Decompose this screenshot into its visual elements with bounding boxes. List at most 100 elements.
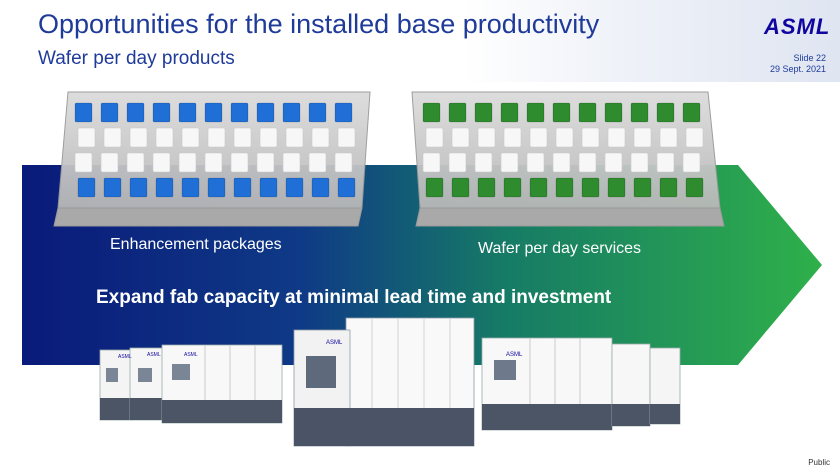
- enhancement-block: [152, 152, 171, 173]
- enhancement-block: [334, 102, 353, 123]
- wafer-service-block: [685, 177, 704, 198]
- wafer-service-block: [659, 177, 678, 198]
- enhancement-block: [308, 152, 327, 173]
- enhancement-block: [178, 152, 197, 173]
- enhancement-block: [282, 152, 301, 173]
- enhancement-block: [285, 127, 304, 148]
- wafer-service-block: [656, 102, 675, 123]
- enhancement-block: [311, 127, 330, 148]
- wafer-service-block: [656, 152, 675, 173]
- wafer-service-block: [448, 102, 467, 123]
- wafer-service-block: [425, 177, 444, 198]
- wafer-service-block: [633, 177, 652, 198]
- enhancement-block: [233, 127, 252, 148]
- wafer-service-block: [555, 127, 574, 148]
- enhancement-block: [285, 177, 304, 198]
- machine-right-2: [611, 343, 651, 427]
- machine-brand-tag-3: ASML: [184, 352, 198, 358]
- wafer-services-tray: [411, 91, 725, 227]
- machine-brand-tag-center: ASML: [326, 340, 343, 346]
- machine-right-1: [481, 337, 613, 431]
- enhancement-block: [103, 127, 122, 148]
- wafer-service-block: [578, 102, 597, 123]
- enhancement-block: [77, 177, 96, 198]
- enhancement-block: [259, 127, 278, 148]
- enhancement-block: [207, 127, 226, 148]
- wafer-service-blocks: [422, 102, 704, 198]
- wafer-service-block: [422, 102, 441, 123]
- lithography-systems: [99, 317, 681, 447]
- enhancement-block: [181, 127, 200, 148]
- machine-brand-tag-2: ASML: [147, 352, 161, 358]
- enhancement-block: [233, 177, 252, 198]
- enhancement-block: [77, 127, 96, 148]
- machine-brand-tag-right: ASML: [506, 352, 523, 358]
- enhancement-block: [337, 177, 356, 198]
- slide-number: Slide 22: [793, 53, 826, 63]
- wafer-service-block: [477, 177, 496, 198]
- enhancement-block: [230, 152, 249, 173]
- enhancement-block: [129, 127, 148, 148]
- enhancement-block: [178, 102, 197, 123]
- wafer-service-block: [477, 127, 496, 148]
- wafer-service-block: [607, 177, 626, 198]
- enhancement-blocks: [74, 102, 356, 198]
- wafer-service-block: [451, 177, 470, 198]
- wafer-service-block: [422, 152, 441, 173]
- header-band: [0, 0, 840, 82]
- slide-subtitle: Wafer per day products: [38, 48, 235, 69]
- slide-date: 29 Sept. 2021: [769, 64, 826, 74]
- enhancement-block: [230, 102, 249, 123]
- wafer-service-block: [659, 127, 678, 148]
- wafer-service-block: [526, 102, 545, 123]
- wafer-service-block: [578, 152, 597, 173]
- enhancement-block: [155, 127, 174, 148]
- enhancement-block: [100, 102, 119, 123]
- enhancement-packages-tray: [53, 91, 371, 227]
- wafer-service-block: [474, 152, 493, 173]
- enhancement-block: [311, 177, 330, 198]
- wafer-service-block: [500, 102, 519, 123]
- wafer-service-block: [555, 177, 574, 198]
- enhancement-block: [308, 102, 327, 123]
- enhancement-block: [155, 177, 174, 198]
- wafer-service-block: [685, 127, 704, 148]
- machine-large-center: [293, 317, 475, 447]
- enhancement-block: [103, 177, 122, 198]
- enhancement-block: [100, 152, 119, 173]
- enhancement-block: [204, 102, 223, 123]
- enhancement-block: [129, 177, 148, 198]
- wafer-service-block: [425, 127, 444, 148]
- enhancement-block: [126, 152, 145, 173]
- wafer-services-label: Wafer per day services: [478, 240, 642, 257]
- machine-right-3: [649, 347, 681, 425]
- wafer-service-block: [503, 177, 522, 198]
- enhancement-block: [282, 102, 301, 123]
- wafer-service-block: [474, 102, 493, 123]
- enhancement-block: [181, 177, 200, 198]
- wafer-service-block: [581, 177, 600, 198]
- wafer-service-block: [630, 102, 649, 123]
- enhancement-block: [256, 102, 275, 123]
- wafer-service-block: [633, 127, 652, 148]
- enhancement-block: [334, 152, 353, 173]
- enhancement-block: [337, 127, 356, 148]
- enhancement-block: [207, 177, 226, 198]
- enhancement-block: [259, 177, 278, 198]
- enhancement-block: [74, 152, 93, 173]
- wafer-service-block: [526, 152, 545, 173]
- wafer-service-block: [552, 152, 571, 173]
- wafer-service-block: [682, 152, 701, 173]
- wafer-service-block: [451, 127, 470, 148]
- enhancement-block: [204, 152, 223, 173]
- enhancement-block: [126, 102, 145, 123]
- wafer-service-block: [682, 102, 701, 123]
- slide-title: Opportunities for the installed base pro…: [38, 9, 600, 39]
- enhancement-block: [256, 152, 275, 173]
- wafer-service-block: [607, 127, 626, 148]
- machine-brand-tag-1: ASML: [118, 354, 132, 360]
- wafer-service-block: [604, 102, 623, 123]
- wafer-service-block: [604, 152, 623, 173]
